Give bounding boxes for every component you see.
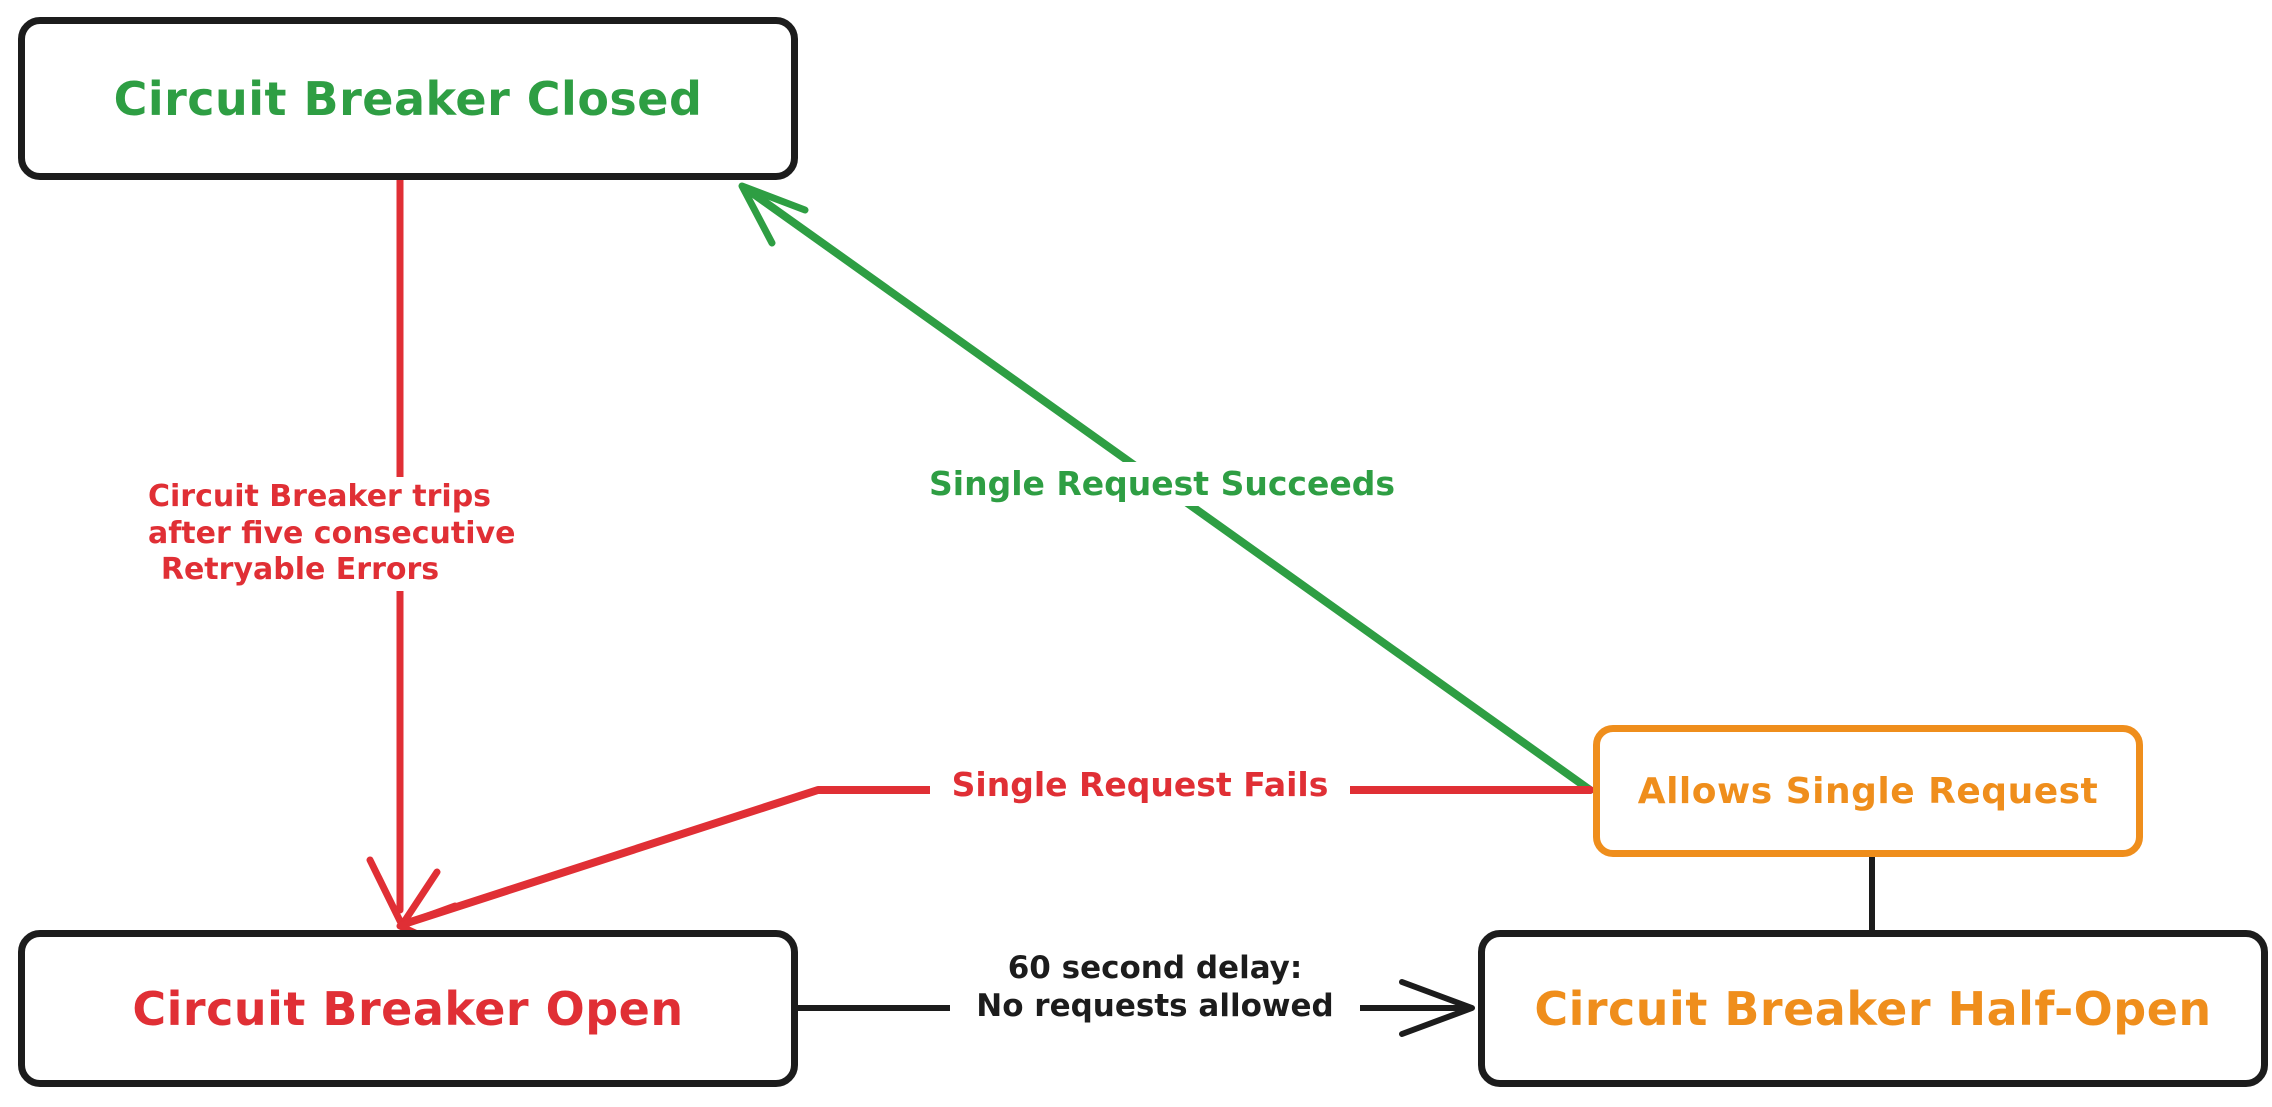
edge-allows-to-open	[396, 786, 1594, 952]
node-circuit-breaker-half-open[interactable]: Circuit Breaker Half-Open	[1478, 930, 2268, 1087]
node-label-half-open: Circuit Breaker Half-Open	[1534, 981, 2212, 1036]
node-label-closed: Circuit Breaker Closed	[113, 71, 703, 126]
edge-label-single-request-succeeds: Single Request Succeeds	[912, 462, 1412, 507]
node-circuit-breaker-open[interactable]: Circuit Breaker Open	[18, 930, 798, 1087]
edge-label-single-request-fails: Single Request Fails	[930, 763, 1350, 808]
node-allows-single-request[interactable]: Allows Single Request	[1593, 725, 2143, 857]
edge-label-60-second-delay: 60 second delay: No requests allowed	[950, 948, 1360, 1028]
node-label-allows-single: Allows Single Request	[1637, 770, 2099, 812]
node-circuit-breaker-closed[interactable]: Circuit Breaker Closed	[18, 17, 798, 180]
edge-label-circuit-breaker-trips: Circuit Breaker trips after five consecu…	[140, 477, 515, 591]
node-label-open: Circuit Breaker Open	[132, 981, 684, 1036]
